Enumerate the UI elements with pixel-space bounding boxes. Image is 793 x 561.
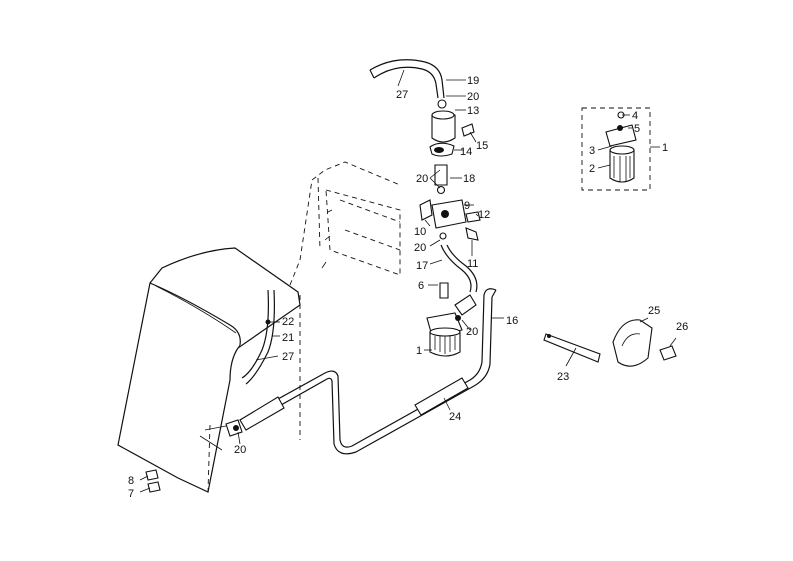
callout-1-top: 1 [662, 142, 668, 154]
tank-clips [145, 469, 161, 493]
callout-14: 14 [460, 146, 472, 158]
callout-20-bottom: 20 [234, 444, 246, 456]
callout-27-top: 27 [396, 89, 408, 101]
lower-fuel-filter [426, 282, 477, 357]
band-and-clamp [543, 319, 677, 367]
callout-11: 11 [467, 258, 478, 270]
callout-24: 24 [449, 411, 461, 423]
callout-13: 13 [467, 105, 479, 117]
callout-25: 25 [648, 305, 660, 317]
callout-5: 5 [634, 123, 640, 135]
callout-4: 4 [632, 110, 638, 122]
callout-19: 19 [467, 75, 479, 87]
callout-17: 17 [416, 260, 428, 272]
callout-6: 6 [418, 280, 424, 292]
upper-filter-assembly [429, 99, 475, 195]
return-hose [241, 289, 275, 385]
fuel-pipe-main [239, 288, 497, 455]
callout-7: 7 [128, 488, 134, 500]
callout-16: 16 [506, 315, 518, 327]
leader-lines [139, 69, 677, 493]
callout-9: 9 [464, 200, 470, 212]
callout-20-right: 20 [466, 326, 478, 338]
callout-20-top: 20 [467, 91, 479, 103]
callout-18: 18 [463, 173, 475, 185]
callout-27-left: 27 [282, 351, 294, 363]
frame-outline [289, 161, 401, 440]
callout-15: 15 [476, 140, 488, 152]
callout-26: 26 [676, 321, 688, 333]
callout-20-lower: 20 [414, 242, 426, 254]
callout-8: 8 [128, 475, 134, 487]
fuel-cock-assembly [419, 199, 481, 293]
callout-labels: 27 19 20 13 15 14 20 18 9 12 10 20 11 17… [128, 75, 688, 500]
callout-23: 23 [557, 371, 569, 383]
callout-2: 2 [589, 163, 595, 175]
filter-kit-box [581, 107, 651, 191]
callout-12: 12 [478, 209, 490, 221]
tank-outlet-fitting [199, 419, 243, 451]
fuel-tank [117, 247, 301, 493]
callout-3: 3 [589, 145, 595, 157]
callout-10: 10 [414, 226, 426, 238]
callout-20-mid: 20 [416, 173, 428, 185]
callout-21: 21 [282, 332, 294, 344]
top-hose [369, 59, 445, 99]
callout-22: 22 [282, 316, 294, 328]
callout-1-bottom: 1 [416, 345, 422, 357]
